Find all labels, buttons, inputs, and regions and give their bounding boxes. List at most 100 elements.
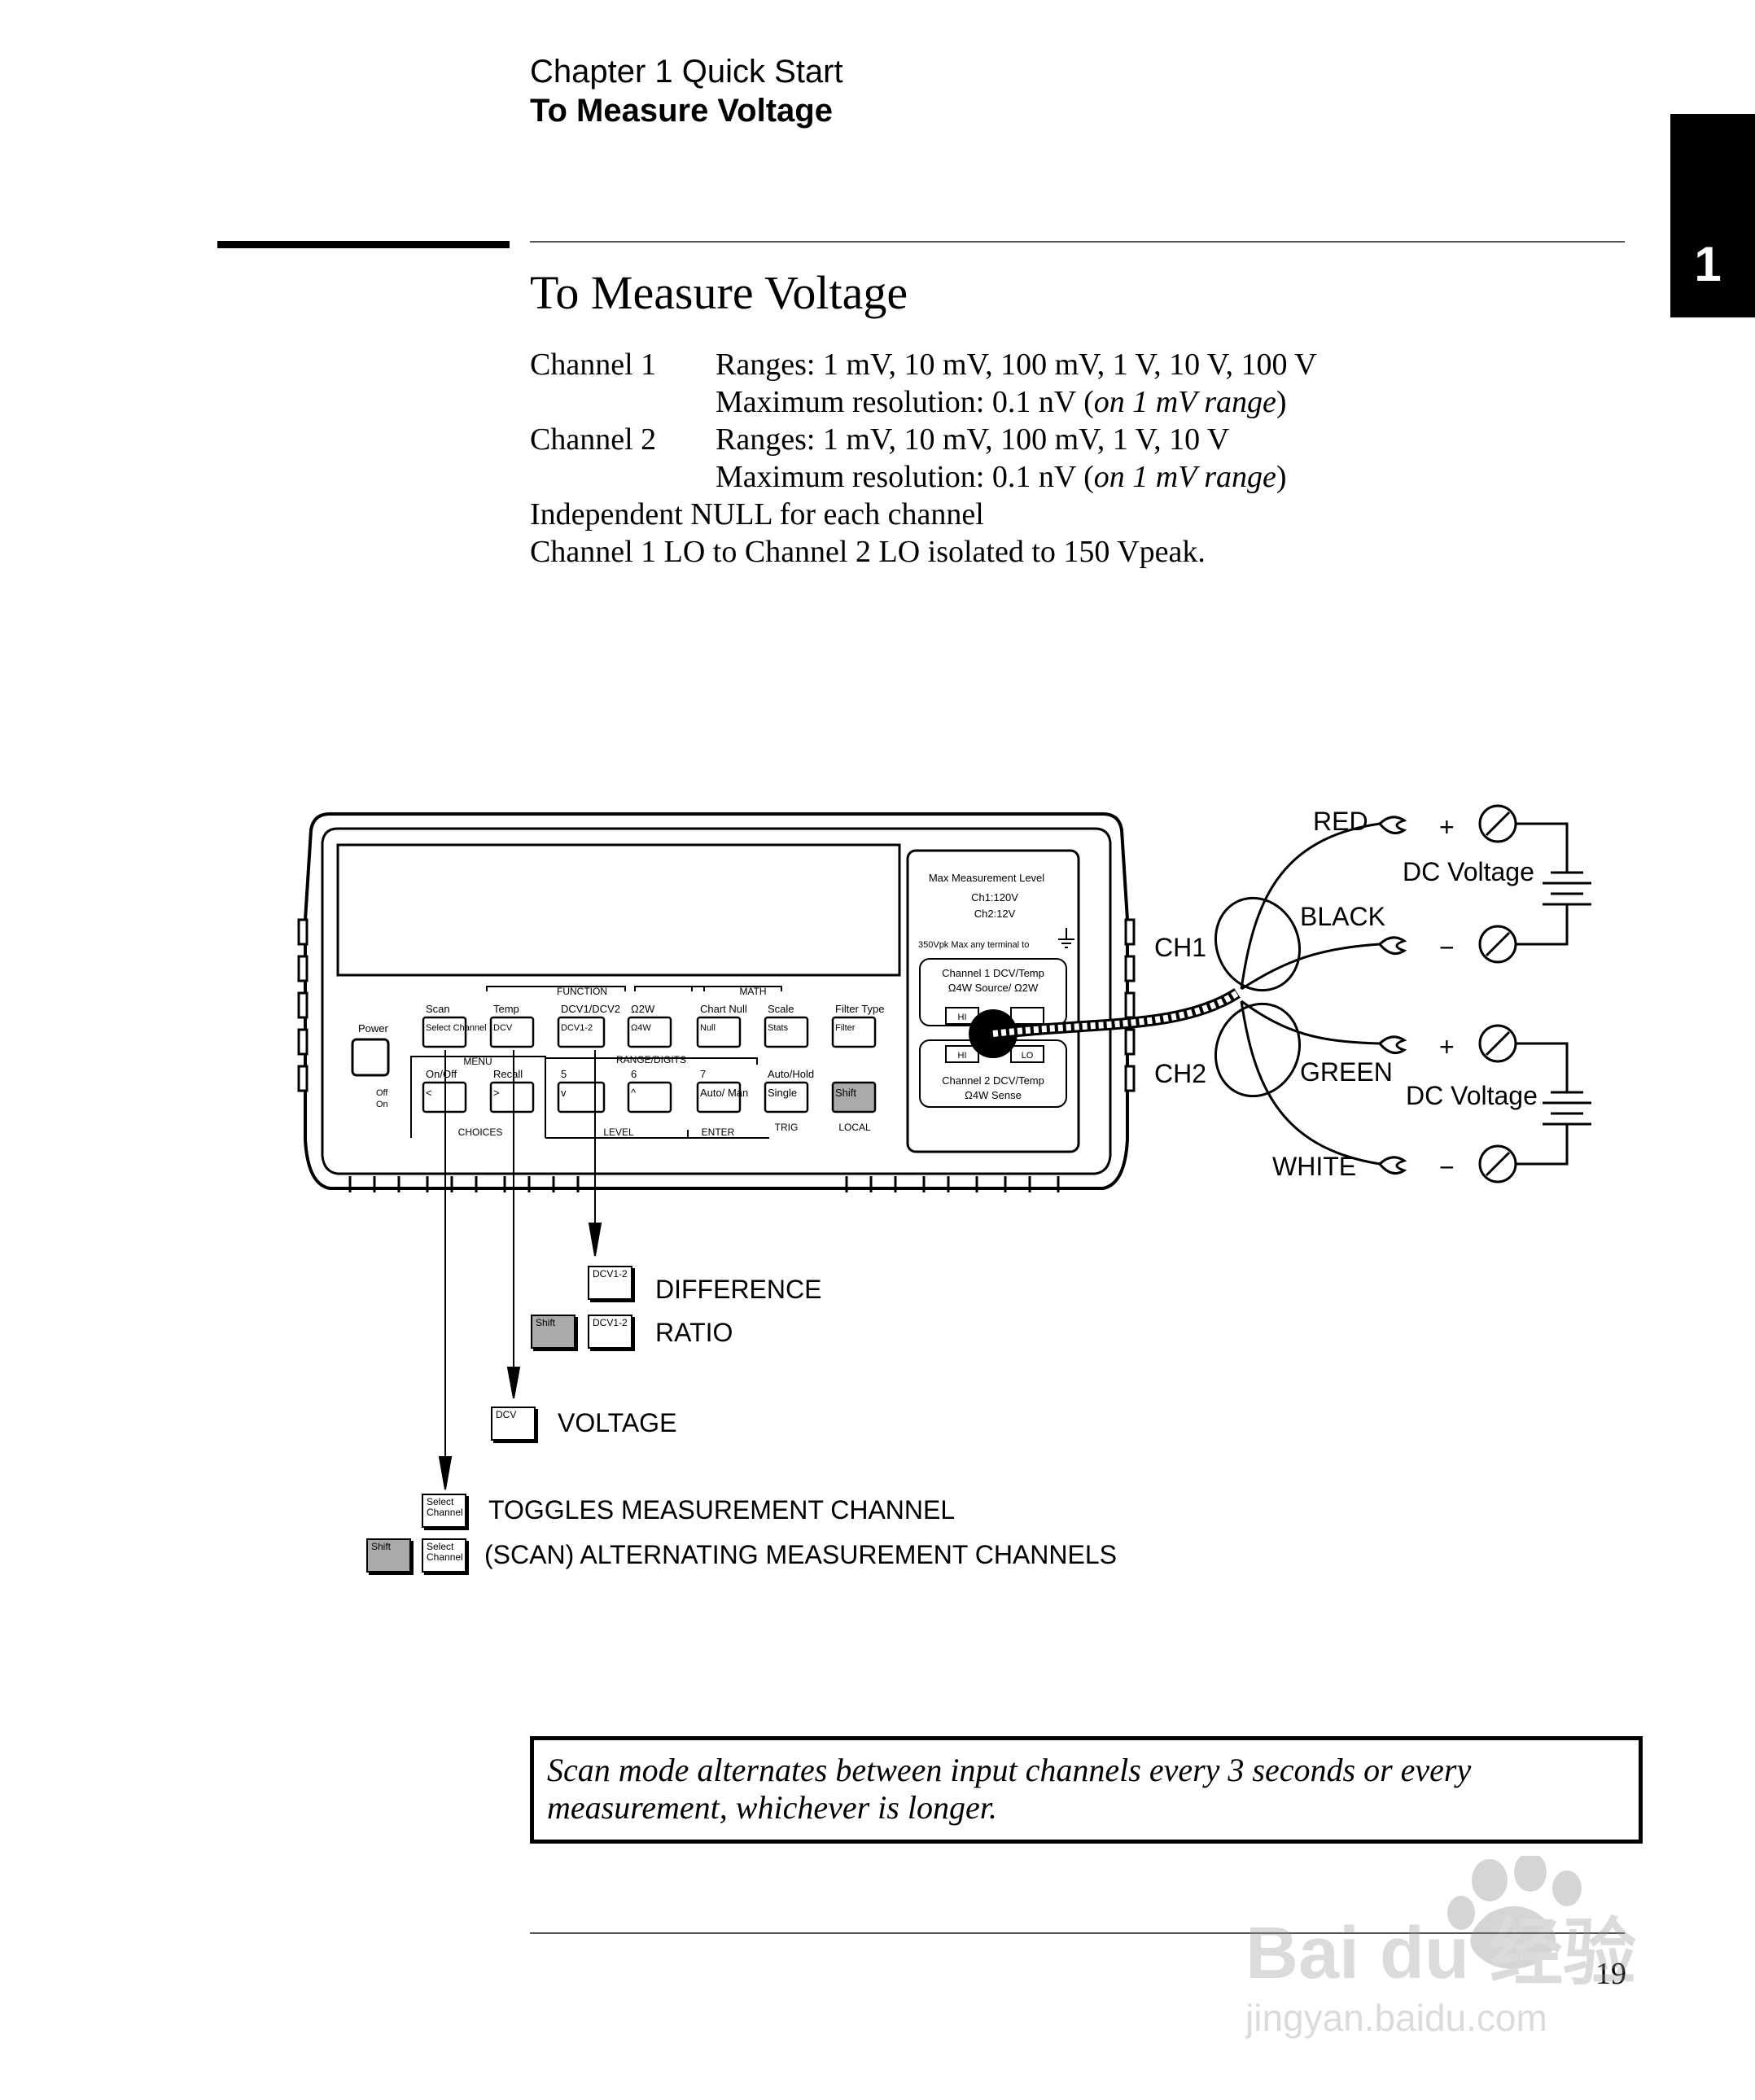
dcv1-2-key[interactable]	[557, 1016, 606, 1048]
ohm4w-key[interactable]	[627, 1016, 672, 1048]
power-off: Off	[376, 1088, 388, 1098]
select-channel-key[interactable]	[422, 1016, 467, 1048]
single-key[interactable]	[764, 1081, 809, 1113]
legend-difference: DIFFERENCE	[655, 1275, 822, 1304]
multimeter-front-panel: Max Measurement Level Ch1:120V Ch2:12V 3…	[297, 812, 1136, 1192]
spec-ch1-label: Channel 1	[530, 348, 657, 382]
spec-ch2-resolution: Maximum resolution: 0.1 nV	[716, 460, 1076, 494]
ch1-hi: HI	[958, 1013, 967, 1022]
legend-shift-key-ratio: Shift	[531, 1315, 576, 1349]
panel-bottom-key-label-1: >	[493, 1087, 500, 1099]
ch1-input-label: Channel 1 DCV/Temp	[942, 967, 1044, 979]
spec-ch1-ranges: Ranges: 1 mV, 10 mV, 100 mV, 1 V, 10 V, …	[716, 348, 1317, 382]
plus-sign-1: +	[1439, 812, 1455, 842]
panel-bottom-label-4: 7	[700, 1068, 706, 1080]
running-header-chapter: Chapter 1 Quick Start	[530, 54, 843, 90]
panel-top-label-1: Temp	[493, 1003, 519, 1015]
panel-bottom-label-0: On/Off	[426, 1068, 457, 1080]
spec-ch2-label: Channel 2	[530, 422, 657, 457]
ch2-hi: HI	[958, 1051, 967, 1061]
max-terminal: 350Vpk Max any terminal to	[918, 940, 1029, 950]
dcv-key[interactable]	[489, 1016, 535, 1048]
minus-sign-1: −	[1439, 933, 1455, 962]
legend-select-channel-key-scan: Select Channel	[422, 1538, 466, 1573]
spec-row-ch1-resolution: Maximum resolution: 0.1 nV (on 1 mV rang…	[716, 385, 1287, 419]
auto-man-key[interactable]	[696, 1081, 742, 1113]
panel-bottom-key-label-2: v	[561, 1087, 567, 1099]
ground-icon	[1058, 928, 1074, 948]
legend-toggles: TOGGLES MEASUREMENT CHANNEL	[488, 1495, 956, 1525]
function-group: FUNCTION	[557, 986, 607, 997]
choices-label: CHOICES	[458, 1127, 503, 1138]
legend-select-channel-key: Select Channel	[422, 1494, 466, 1528]
stats-key[interactable]	[764, 1016, 809, 1048]
panel-top-label-4: Chart Null	[700, 1003, 747, 1015]
panel-top-label-3: Ω2W	[631, 1003, 655, 1015]
menu-group: MENU	[463, 1056, 492, 1067]
panel-top-key-label-6: Filter	[835, 1023, 856, 1033]
up-arrow-key[interactable]	[627, 1081, 672, 1113]
ch1-max: Ch1:120V	[971, 891, 1018, 903]
range-group: RANGE/DIGITS	[616, 1054, 686, 1065]
callout-arrows	[438, 1050, 602, 1490]
legend-voltage: VOLTAGE	[558, 1408, 677, 1437]
spec-ch1-resolution-note: on 1 mV range	[1093, 385, 1276, 419]
ch1-label: CH1	[1154, 933, 1206, 962]
panel-bottom-label-2: 5	[561, 1068, 567, 1080]
down-arrow-key[interactable]	[557, 1081, 606, 1113]
green-lead-label: GREEN	[1300, 1057, 1393, 1087]
power-on: On	[376, 1100, 388, 1109]
page-number: 19	[1595, 1957, 1626, 1991]
panel-top-key-label-1: DCV	[493, 1023, 513, 1033]
watermark-url: jingyan.baidu.com	[1245, 1997, 1547, 2039]
panel-bottom-label-1: Recall	[493, 1068, 523, 1080]
chapter-tab	[1670, 114, 1755, 317]
panel-top-key-label-5: Stats	[768, 1023, 789, 1033]
legend-dcv-key: DCV	[491, 1407, 536, 1441]
level-label: LEVEL	[603, 1127, 634, 1138]
ch1-input-sub: Ω4W Source/ Ω2W	[948, 982, 1039, 994]
panel-bottom-key-label-3: ^	[631, 1087, 637, 1099]
note-box: Scan mode alternates between input chann…	[530, 1736, 1643, 1844]
spec-isolation-line: Channel 1 LO to Channel 2 LO isolated to…	[530, 535, 1206, 569]
chapter-tab-number: 1	[1694, 237, 1722, 291]
watermark-brand: Bai du 经验	[1245, 1913, 1636, 1994]
right-arrow-key[interactable]	[489, 1081, 535, 1113]
filter-key[interactable]	[831, 1016, 877, 1048]
spec-row-ch1-ranges: Channel 1 Ranges: 1 mV, 10 mV, 100 mV, 1…	[530, 346, 1317, 383]
spec-ch1-resolution: Maximum resolution: 0.1 nV	[716, 385, 1076, 419]
math-group: MATH	[739, 986, 766, 997]
enter-label: ENTER	[702, 1127, 735, 1138]
trig-label: TRIG	[775, 1122, 799, 1133]
panel-top-label-2: DCV1/DCV2	[561, 1003, 620, 1015]
panel-top-key-label-2: DCV1-2	[561, 1023, 593, 1033]
black-lead-label: BLACK	[1300, 902, 1385, 931]
shift-key[interactable]	[831, 1081, 877, 1113]
section-rule-thin	[530, 241, 1625, 243]
legend-dcv1-2-key-ratio: DCV1-2	[588, 1315, 632, 1349]
ch2-label: CH2	[1154, 1059, 1206, 1088]
local-label: LOCAL	[838, 1122, 871, 1133]
minus-sign-2: −	[1439, 1153, 1455, 1182]
power-button[interactable]	[351, 1038, 390, 1077]
null-key[interactable]	[696, 1016, 742, 1048]
panel-bottom-key-label-4: Auto/ Man	[700, 1087, 748, 1099]
ch2-input-label: Channel 2 DCV/Temp	[942, 1074, 1044, 1087]
spec-row-ch2-ranges: Channel 2 Ranges: 1 mV, 10 mV, 100 mV, 1…	[530, 421, 1229, 458]
spec-null-line: Independent NULL for each channel	[530, 497, 984, 532]
legend-scan: (SCAN) ALTERNATING MEASUREMENT CHANNELS	[484, 1540, 1117, 1569]
spec-ch2-ranges: Ranges: 1 mV, 10 mV, 100 mV, 1 V, 10 V	[716, 422, 1230, 457]
section-rule-thick	[217, 241, 510, 248]
spec-list: Channel 1 Ranges: 1 mV, 10 mV, 100 mV, 1…	[530, 346, 1317, 571]
panel-top-label-6: Filter Type	[835, 1003, 884, 1015]
ch2-input-sub: Ω4W Sense	[965, 1089, 1022, 1101]
panel-top-key-label-4: Null	[700, 1023, 716, 1033]
spec-row-ch2-resolution: Maximum resolution: 0.1 nV (on 1 mV rang…	[716, 460, 1287, 494]
dc-voltage-label-1: DC Voltage	[1403, 857, 1534, 886]
panel-top-label-5: Scale	[768, 1003, 794, 1015]
dc-voltage-label-2: DC Voltage	[1406, 1081, 1538, 1110]
red-lead-label: RED	[1313, 807, 1368, 836]
panel-bottom-key-label-0: <	[426, 1087, 432, 1099]
baidu-watermark-logo: Bai du 经验 jingyan.baidu.com	[1245, 1856, 1636, 2039]
